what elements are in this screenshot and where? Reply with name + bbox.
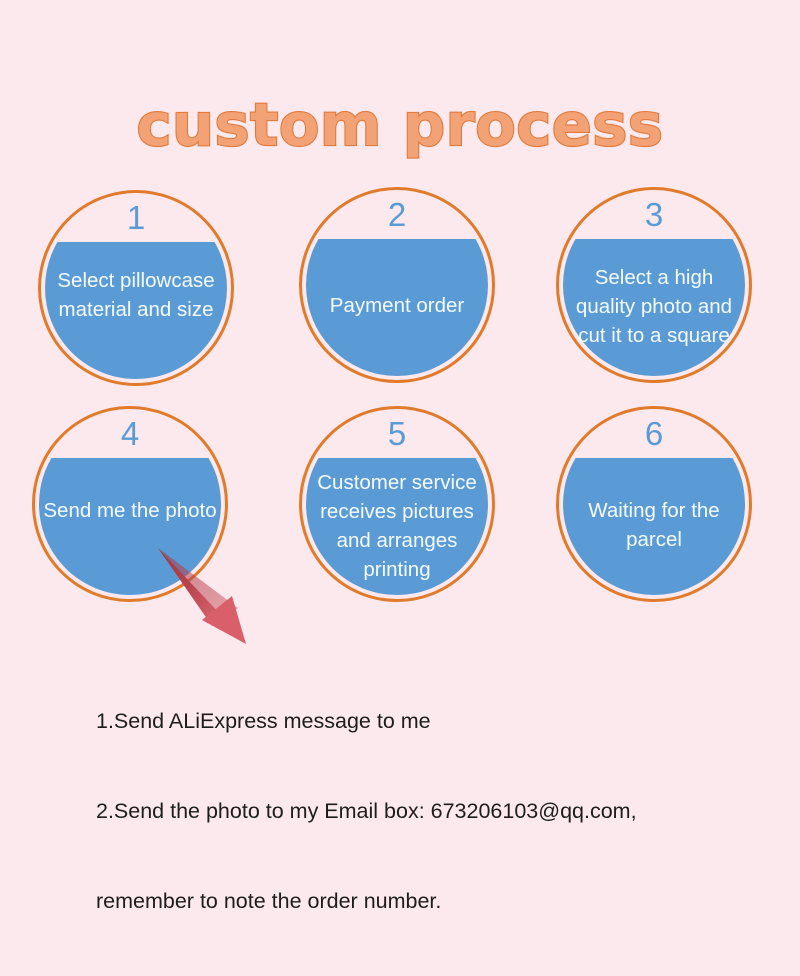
- step-number-5: 5: [387, 415, 407, 452]
- step-ring-5: [299, 406, 495, 602]
- step-circle-1: 1 Select pillowcase material and size: [38, 190, 234, 386]
- step-label-2: Payment order: [329, 294, 465, 317]
- step-ring-2: [299, 187, 495, 383]
- step-circle-6: 6 Waiting for the parcel: [556, 406, 752, 602]
- step-fill-wrap-3: [563, 194, 745, 376]
- note-line-2: 2.Send the photo to my Email box: 673206…: [96, 799, 637, 823]
- note-line-1: 1.Send ALiExpress message to me: [96, 709, 431, 733]
- step-label-6: Waiting for the parcel: [588, 499, 720, 551]
- step-circle-3: 3 Select a high quality photo and cut it…: [556, 187, 752, 383]
- note-line-3: remember to note the order number.: [96, 889, 442, 913]
- step-ring-3: [556, 187, 752, 383]
- step-circle-2: 2 Payment order: [299, 187, 495, 383]
- footer-note: 1.Send ALiExpress message to me 2.Send t…: [96, 646, 756, 976]
- step-ring-4: [32, 406, 228, 602]
- step-circle-4: 4 Send me the photo: [32, 406, 228, 602]
- step-fill-wrap-6: [563, 413, 745, 595]
- step-fill-wrap-1: [45, 197, 227, 379]
- step-label-5: Customer service receives pictures and a…: [317, 471, 477, 581]
- step-circle-5: 5 Customer service receives pictures and…: [299, 406, 495, 602]
- step-number-2: 2: [387, 196, 407, 233]
- step-number-1: 1: [126, 199, 146, 236]
- step-number-6: 6: [644, 415, 664, 452]
- infographic-page: custom process 1 Select pillowcase mater…: [32, 90, 752, 913]
- step-label-3: Select a high quality photo and cut it t…: [575, 266, 733, 347]
- step-ring-1: [38, 190, 234, 386]
- step-label-1: Select pillowcase material and size: [57, 269, 215, 321]
- step-number-3: 3: [644, 196, 664, 233]
- page-title: custom process: [135, 90, 664, 159]
- step-number-4: 4: [120, 415, 140, 452]
- step-label-4: Send me the photo: [43, 499, 217, 522]
- step-fill-wrap-2: [306, 194, 488, 376]
- step-fill-wrap-5: [306, 413, 488, 595]
- step-ring-6: [556, 406, 752, 602]
